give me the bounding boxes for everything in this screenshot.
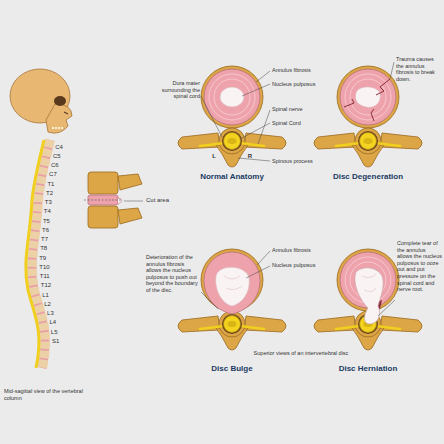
cut-area-figure (84, 172, 143, 228)
vertebra-label: L1 (42, 292, 58, 299)
part-label: Nucleus pulposus (272, 262, 332, 269)
part-label: Spinous process (272, 158, 324, 165)
part-label: Spinal Cord (272, 120, 322, 127)
vertebra-label: T5 (43, 218, 59, 225)
bulging-disc-figure (178, 249, 286, 350)
vertebra-label: T9 (39, 255, 55, 262)
vertebra-label: T8 (40, 245, 56, 252)
part-label: Spinal nerve (272, 106, 322, 113)
part-label: Annulus fibrosis (272, 247, 332, 254)
part-label: Dura mater surrounding the spinal cord (148, 80, 200, 100)
side-label: L (210, 153, 218, 160)
vertebra-label: C7 (49, 171, 65, 178)
caption-label: Superior views of an intervertebral disc (246, 350, 356, 357)
panel-title: Disc Degeneration (318, 172, 418, 182)
vertebra-label: L5 (51, 329, 67, 336)
vertebra-label: T12 (41, 282, 57, 289)
vertebra-label: S1 (52, 338, 68, 345)
side-label: R (246, 153, 254, 160)
leader-lines (201, 62, 395, 316)
note-label: Complete tear of the annulus allows the … (397, 240, 442, 293)
vertebra-label: T7 (41, 236, 57, 243)
vertebra-label: C5 (53, 153, 69, 160)
vertebra-label: T6 (42, 227, 58, 234)
panel-title: Normal Anatomy (182, 172, 282, 182)
note-label: Deterioration of the annulus fibrosis al… (146, 254, 200, 294)
vertebra-label: L4 (49, 319, 65, 326)
vertebra-label: T3 (45, 199, 61, 206)
vertebra-label: T1 (47, 181, 63, 188)
vertebra-label: T10 (39, 264, 55, 271)
panel-title: Disc Bulge (182, 364, 282, 374)
vertebra-label: C6 (51, 162, 67, 169)
panel-title: Disc Herniation (318, 364, 418, 374)
vertebra-label: L3 (47, 310, 63, 317)
vertebra-label: C4 (55, 144, 71, 151)
part-label: Annulus fibrosis (272, 67, 332, 74)
spine-figure (10, 69, 72, 368)
note-label: Trauma causes the annulus fibrosis to br… (396, 56, 442, 82)
vertebra-label: T11 (40, 273, 56, 280)
vertebra-label: T2 (46, 190, 62, 197)
caption-label: Mid-sagittal view of the vertebral colum… (4, 388, 86, 401)
vertebra-label: T4 (44, 208, 60, 215)
vertebra-label: L2 (44, 301, 60, 308)
part-label: Cut area (146, 197, 186, 204)
part-label: Nucleus pulposus (272, 81, 332, 88)
